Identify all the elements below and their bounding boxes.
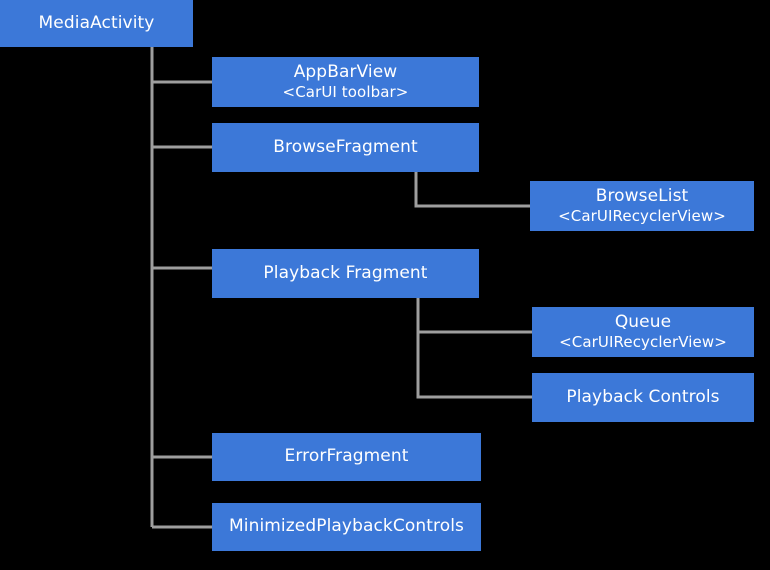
- node-playback-controls[interactable]: Playback Controls: [532, 373, 754, 422]
- node-playback-controls-title: Playback Controls: [566, 386, 720, 407]
- node-app-bar-view-title: AppBarView: [293, 61, 398, 82]
- node-playback-fragment[interactable]: Playback Fragment: [212, 249, 479, 298]
- node-error-fragment[interactable]: ErrorFragment: [212, 433, 481, 481]
- node-browse-fragment[interactable]: BrowseFragment: [212, 123, 479, 172]
- node-minimized-playback-controls-title: MinimizedPlaybackControls: [228, 516, 464, 537]
- node-error-fragment-title: ErrorFragment: [284, 446, 409, 467]
- node-browse-list[interactable]: BrowseList <CarUIRecyclerView>: [530, 181, 754, 231]
- node-browse-list-subtitle: <CarUIRecyclerView>: [558, 207, 726, 226]
- node-queue[interactable]: Queue <CarUIRecyclerView>: [532, 307, 754, 357]
- node-queue-title: Queue: [614, 311, 672, 332]
- node-media-activity-title: MediaActivity: [38, 12, 155, 33]
- node-app-bar-view-subtitle: <CarUI toolbar>: [282, 83, 409, 102]
- node-browse-fragment-title: BrowseFragment: [273, 136, 418, 157]
- node-browse-list-title: BrowseList: [595, 185, 689, 206]
- connector-playback-controls: [416, 298, 532, 399]
- connector-browse-list: [414, 172, 530, 208]
- node-queue-subtitle: <CarUIRecyclerView>: [559, 333, 727, 352]
- node-app-bar-view[interactable]: AppBarView <CarUI toolbar>: [212, 57, 479, 107]
- node-minimized-playback-controls[interactable]: MinimizedPlaybackControls: [212, 503, 481, 551]
- node-playback-fragment-title: Playback Fragment: [263, 262, 428, 283]
- node-media-activity[interactable]: MediaActivity: [0, 0, 193, 47]
